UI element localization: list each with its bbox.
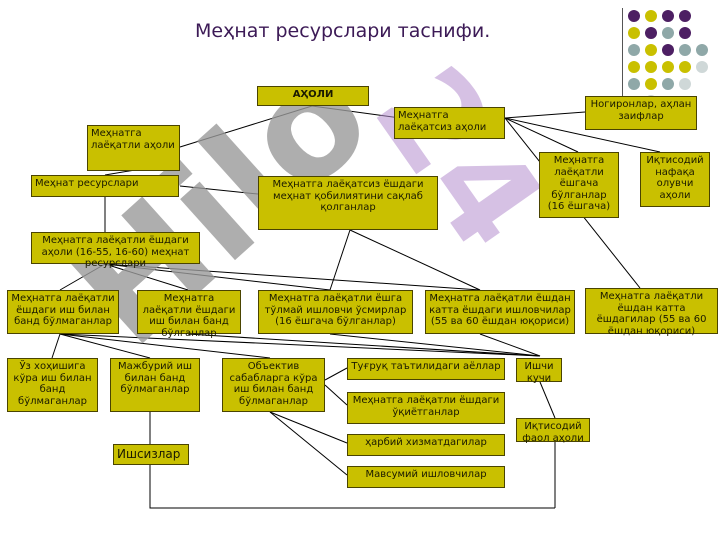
node-dependent: Иқтисодий нафақа олувчи аҳоли: [640, 152, 710, 207]
node-employed: Меҳнатга лаёқатли ёшдаги иш билан банд б…: [7, 290, 119, 334]
node-capable-population: Меҳнатга лаёқатли аҳоли: [87, 125, 180, 171]
node-workforce: Ишчи кучи: [516, 358, 562, 384]
node-elder-workers: Меҳнатга лаёқатли ёшдан катта ёшдаги ишл…: [425, 290, 575, 334]
node-aholi: АҲОЛИ: [257, 86, 369, 106]
decor-divider: [622, 8, 623, 103]
node-under-16: Меҳнатга лаёқатли ёшгача бўлганлар (16 ё…: [539, 152, 619, 218]
node-military: ҳарбий хизматдагилар: [347, 434, 505, 456]
page-title: Меҳнат ресурслари таснифи.: [195, 20, 491, 42]
node-forced: Мажбурий иш билан банд бўлмаганлар: [110, 358, 200, 412]
node-not-employed: Меҳнатга лаёқатли ёшдаги иш билан банд б…: [137, 290, 241, 339]
node-active-population: Иқтисодий фаол аҳоли: [516, 418, 590, 444]
node-own-will: Ўз хоҳишига кўра иш билан банд бўлмаганл…: [7, 358, 98, 412]
node-students: Меҳнатга лаёқатли ёшдаги ўқиётганлар: [347, 392, 505, 424]
node-disabled: Ногиронлар, аҳлан заифлар: [585, 96, 697, 130]
node-labor-resources: Меҳнат ресурслари: [31, 175, 179, 197]
node-maternity: Туғруқ таътилидаги аёллар: [347, 358, 505, 380]
node-seasonal: Мавсумий ишловчилар: [347, 466, 505, 488]
node-unemployed: Ишсизлар: [113, 444, 189, 465]
node-not-capable-age-working: Меҳнатга лаёқатсиз ёшдаги меҳнат қобилия…: [258, 176, 438, 230]
node-elder-right: Меҳнатга лаёқатли ёшдан катта ёшдагилар …: [585, 288, 718, 337]
node-teen-workers: Меҳнатга лаёқатли ёшга тўлмай ишловчи ўс…: [258, 290, 413, 334]
node-not-capable-population: Меҳнатга лаёқатсиз аҳоли: [394, 107, 505, 139]
node-capable-age-resources: Меҳнатга лаёқатли ёшдаги аҳоли (16-55, 1…: [31, 232, 200, 269]
node-objective-reasons: Объектив сабабларга кўра иш билан банд б…: [222, 358, 325, 412]
